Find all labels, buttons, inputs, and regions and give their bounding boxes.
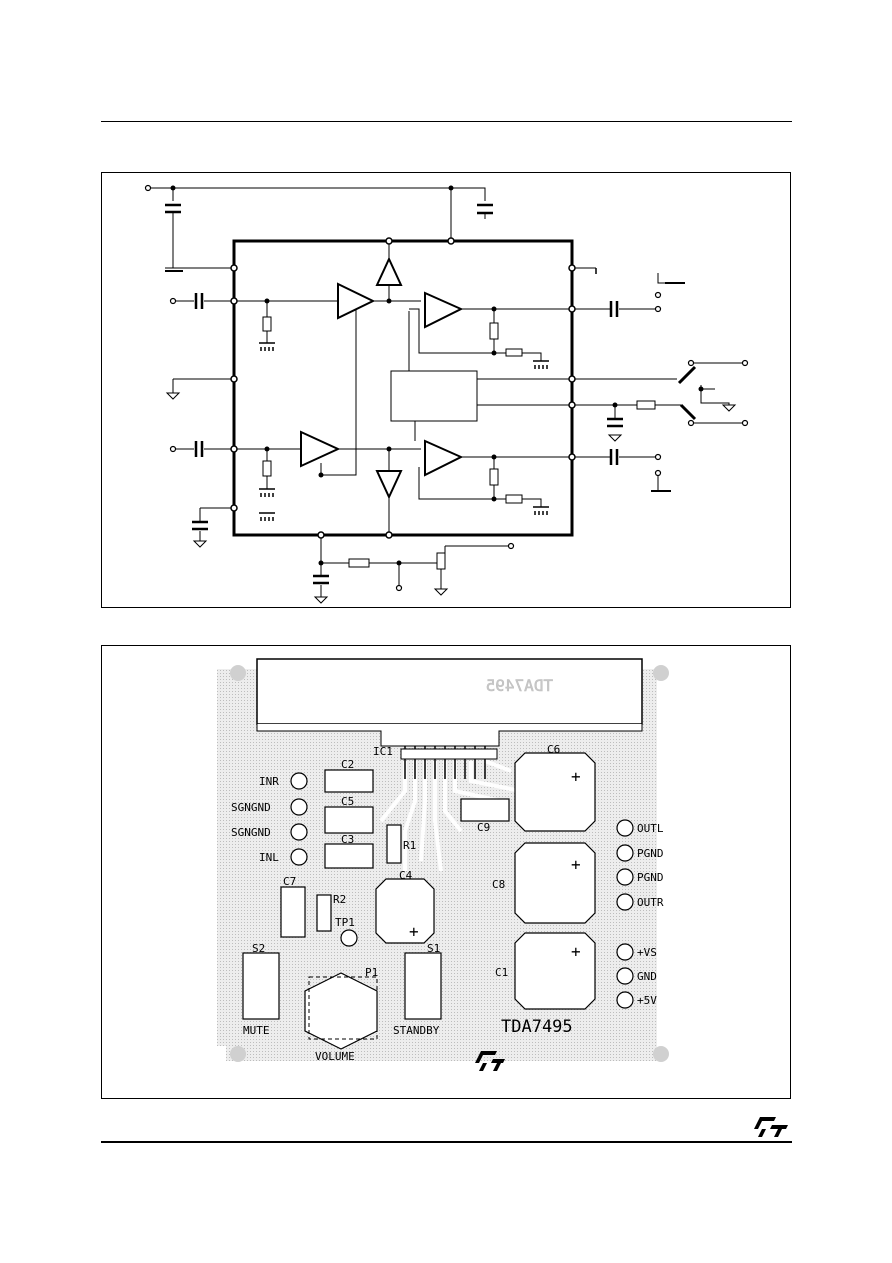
- footer-rule: [101, 1141, 792, 1143]
- schematic-diagram: [144, 184, 749, 604]
- chip-marking: TDA7495: [486, 676, 553, 695]
- label-c4: C4: [399, 869, 413, 882]
- board-title: TDA7495: [501, 1017, 573, 1037]
- pad-label-vs: +VS: [637, 946, 657, 959]
- label-p1: P1: [365, 966, 378, 979]
- buffer-up: [375, 256, 403, 286]
- pad-label-gnd: GND: [637, 970, 657, 983]
- pad-label-5v: +5V: [637, 994, 657, 1007]
- label-tp1: TP1: [335, 916, 355, 929]
- preamp-left: [337, 282, 376, 320]
- pad-label-inr: INR: [259, 775, 279, 788]
- pad-label-pgnd-1: PGND: [637, 847, 664, 860]
- pad-label-outr: OUTR: [637, 896, 664, 909]
- pcb-layout: TDA7495 IC1 C6 C2 C5 C3 C9 R1 C4 C8 C7 R…: [217, 658, 669, 1071]
- label-c2: C2: [341, 758, 354, 771]
- label-ic1: IC1: [373, 745, 393, 758]
- label-s2: S2: [252, 942, 265, 955]
- label-volume: VOLUME: [315, 1050, 355, 1063]
- label-c5: C5: [341, 795, 354, 808]
- label-c8: C8: [492, 878, 505, 891]
- label-s1: S1: [427, 942, 440, 955]
- power-amp-right: [424, 439, 464, 477]
- ic-outline: [232, 239, 574, 537]
- label-standby: STANDBY: [393, 1024, 440, 1037]
- pad-label-sgngnd-1: SGNGND: [231, 801, 271, 814]
- power-amp-left: [424, 291, 464, 329]
- control-block: [390, 370, 478, 422]
- plus-c8: +: [571, 855, 581, 874]
- label-c7: C7: [283, 875, 296, 888]
- label-c3: C3: [341, 833, 354, 846]
- pad-label-sgngnd-2: SGNGND: [231, 826, 271, 839]
- label-mute: MUTE: [243, 1024, 270, 1037]
- buffer-down: [375, 470, 403, 500]
- pad-label-inl: INL: [259, 851, 279, 864]
- label-c6: C6: [547, 743, 560, 756]
- pad-label-pgnd-2: PGND: [637, 871, 664, 884]
- plus-c4: +: [409, 922, 419, 941]
- preamp-right: [300, 430, 341, 468]
- label-r1: R1: [403, 839, 416, 852]
- plus-c1: +: [571, 942, 581, 961]
- schematic-frame: [101, 172, 791, 608]
- plus-c6: +: [571, 767, 581, 786]
- st-logo-icon: [754, 1117, 788, 1137]
- label-r2: R2: [333, 893, 346, 906]
- pcb-frame: TDA7495 IC1 C6 C2 C5 C3 C9 R1 C4 C8 C7 R…: [101, 645, 791, 1099]
- header-rule: [101, 121, 792, 122]
- label-c1: C1: [495, 966, 508, 979]
- label-c9: C9: [477, 821, 490, 834]
- st-logo-icon: [475, 1051, 505, 1071]
- pad-label-outl: OUTL: [637, 822, 664, 835]
